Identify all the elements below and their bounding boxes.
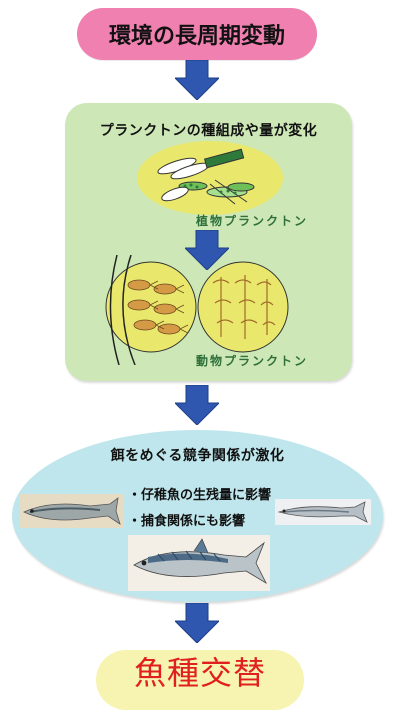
phytoplankton-label: 植物プランクトン [196, 214, 309, 228]
mackerel-image [128, 535, 270, 591]
bullet-predation: ・捕食関係にも影響 [128, 514, 246, 529]
down-arrow-icon [175, 385, 219, 425]
competition-title: 餌をめぐる競争関係が激化 [110, 448, 285, 464]
anchovy-image [275, 499, 371, 525]
zooplankton-label: 動物プランクトン [196, 354, 309, 368]
zooplankton-icon [105, 255, 289, 365]
phytoplankton-icon [137, 141, 283, 215]
sardine-image [20, 494, 124, 528]
bullet-larval-survival: ・仔稚魚の生残量に影響 [128, 488, 272, 503]
long-term-environment-change-box: 環境の長周期変動 [77, 8, 317, 60]
plankton-change-title: プランクトンの種組成や量が変化 [99, 123, 318, 139]
long-term-environment-change-label: 環境の長周期変動 [108, 24, 285, 49]
down-arrow-icon [185, 230, 229, 270]
down-arrow-icon [175, 60, 219, 100]
down-arrow-icon [175, 603, 219, 643]
species-replacement-label: 魚種交替 [133, 654, 266, 692]
